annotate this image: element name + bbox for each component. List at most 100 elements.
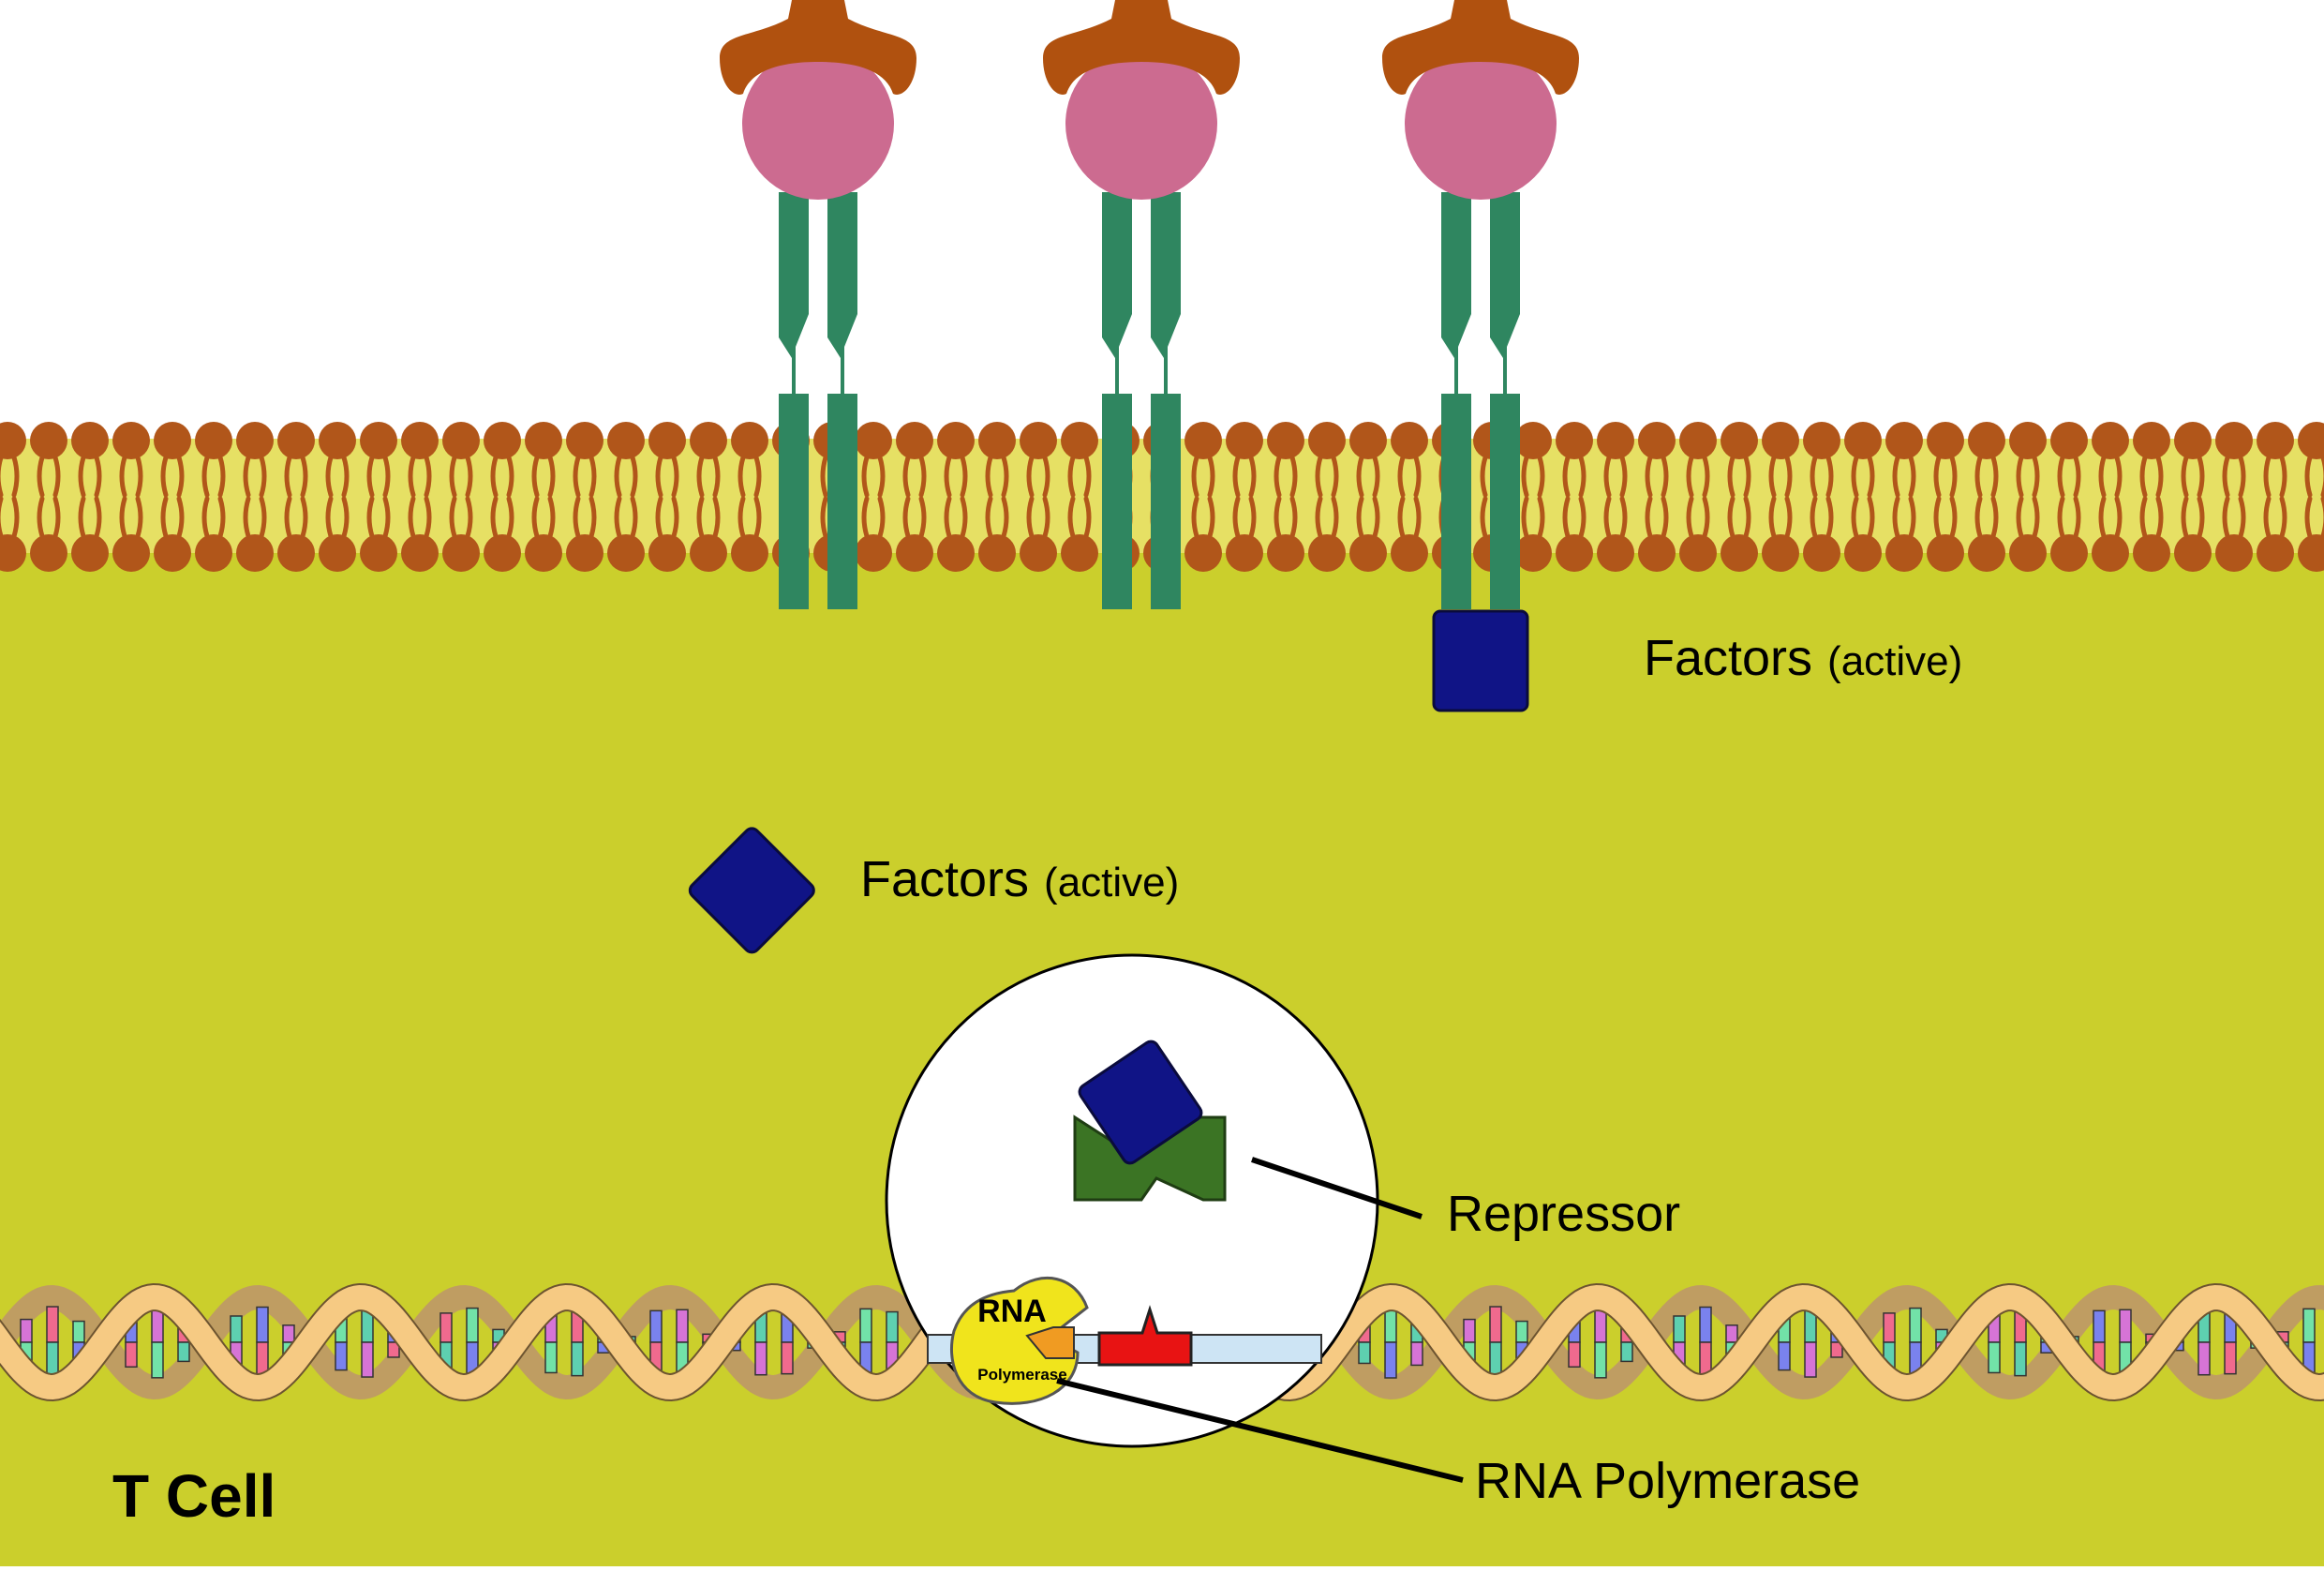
lipid-tail (1067, 496, 1076, 539)
lipid-tail (1191, 496, 1199, 539)
lipid-head (1679, 534, 1717, 572)
lipid-head (2257, 422, 2294, 459)
receptor-dimer-icon (1382, 0, 1579, 712)
factors-cytoplasm-label: Factors(active) (860, 851, 1179, 907)
lipid-tail (408, 455, 416, 498)
lipid-head (978, 534, 1016, 572)
dna-base (466, 1307, 479, 1343)
lipid-tail (2263, 455, 2272, 498)
lipid-tail (573, 496, 581, 539)
lipid-tail (2304, 455, 2313, 498)
factors-receptor-main: Factors (1644, 630, 1812, 686)
lipid-head (2050, 534, 2088, 572)
dna-base (335, 1341, 348, 1371)
lipid-tail (2098, 455, 2107, 498)
lipid-tail (1702, 455, 1710, 498)
lipid-tail (696, 496, 705, 539)
lipid-head (360, 534, 397, 572)
lipid-head (1184, 534, 1222, 572)
lipid-tail (1603, 455, 1612, 498)
lipid-tail (1026, 496, 1035, 539)
operator-site-icon (1097, 1305, 1193, 1367)
dna-base (2119, 1309, 2132, 1343)
lipid-tail (1784, 496, 1793, 539)
lipid-tail (300, 455, 308, 498)
lipid-head (236, 422, 274, 459)
lipid-head (1844, 422, 1882, 459)
lipid-tail (1825, 455, 1834, 498)
lipid-tail (52, 455, 61, 498)
lipid-head (855, 534, 892, 572)
receptor-bound-factor-icon (1432, 609, 1529, 712)
dna-base (1988, 1341, 2001, 1374)
lipid-tail (135, 455, 143, 498)
lipid-head (937, 422, 975, 459)
lipid-head (195, 422, 232, 459)
polymerase-label-top: RNA (977, 1294, 1047, 1329)
lipid-tail (918, 496, 927, 539)
lipid-tail (531, 496, 540, 539)
lipid-tail (1686, 455, 1694, 498)
lipid-tail (408, 496, 416, 539)
lipid-head (112, 534, 150, 572)
lipid-tail (1248, 455, 1257, 498)
lipid-head (1721, 422, 1758, 459)
lipid-tail (325, 496, 334, 539)
lipid-head (195, 534, 232, 572)
lipid-tail (78, 455, 86, 498)
lipid-tail (1413, 455, 1422, 498)
lipid-tail (737, 496, 746, 539)
lipid-head (2298, 534, 2324, 572)
lipid-head (2050, 422, 2088, 459)
lipid-head (566, 422, 603, 459)
lipid-tail (753, 455, 762, 498)
ligand-cap (1382, 0, 1579, 95)
dna-base (2014, 1341, 2027, 1377)
dna-base (1804, 1341, 1817, 1378)
lipid-tail (1480, 455, 1488, 498)
lipid-tail (1191, 455, 1199, 498)
lipid-tail (1083, 455, 1092, 498)
lipid-tail (366, 496, 375, 539)
lipid-head (2298, 422, 2324, 459)
lipid-tail (1743, 496, 1751, 539)
lipid-head (1514, 422, 1552, 459)
lipid-head (607, 422, 645, 459)
lipid-tail (2098, 496, 2107, 539)
lipid-head (1762, 534, 1799, 572)
lipid-tail (11, 496, 20, 539)
lipid-tail (1727, 496, 1736, 539)
lipid-head (1803, 422, 1840, 459)
receptor-chain (779, 192, 809, 609)
lipid-head (442, 422, 480, 459)
lipid-tail (0, 496, 4, 539)
repressor-label: Repressor (1447, 1186, 1680, 1242)
lipid-head (2009, 422, 2047, 459)
lipid-tail (1702, 496, 1710, 539)
lipid-tail (1042, 455, 1050, 498)
lipid-tail (588, 455, 597, 498)
lipid-tail (547, 455, 556, 498)
lipid-tail (1356, 496, 1364, 539)
dna-base (1594, 1341, 1607, 1379)
lipid-head (1556, 422, 1593, 459)
lipid-tail (2073, 496, 2081, 539)
lipid-tail (1933, 496, 1942, 539)
lipid-head (1556, 534, 1593, 572)
lipid-tail (1289, 496, 1298, 539)
lipid-tail (985, 455, 993, 498)
lipid-tail (1372, 455, 1380, 498)
lipid-tail (1248, 496, 1257, 539)
lipid-tail (1645, 455, 1653, 498)
lipid-head (1267, 534, 1304, 572)
lipid-head (484, 422, 521, 459)
lipid-head (1349, 534, 1387, 572)
lipid-tail (176, 496, 185, 539)
lipid-tail (1274, 455, 1282, 498)
lipid-tail (1315, 455, 1323, 498)
lipid-tail (1067, 455, 1076, 498)
lipid-tail (259, 496, 267, 539)
lipid-tail (0, 455, 4, 498)
polymerase-leader-line (1056, 1378, 1464, 1483)
dna-base (1358, 1341, 1371, 1365)
